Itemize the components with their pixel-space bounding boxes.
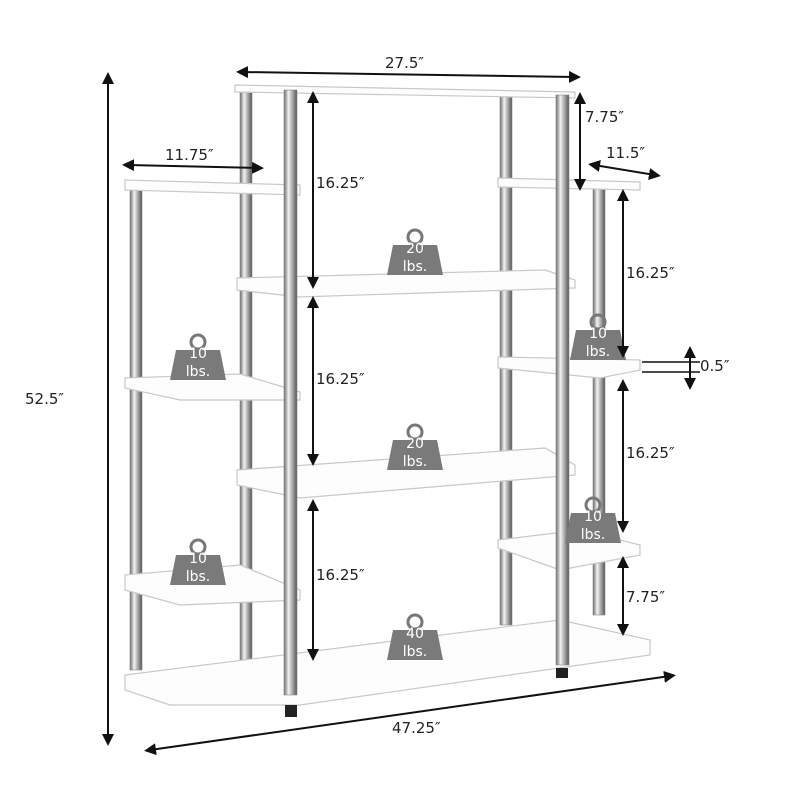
weight-10-left-mid: 10 lbs. bbox=[168, 333, 228, 382]
right-wing-arrow bbox=[588, 160, 661, 180]
center-gap-3-label: 16.25″ bbox=[316, 566, 365, 584]
svg-text:10: 10 bbox=[189, 346, 207, 362]
right-gap-2-label: 16.25″ bbox=[626, 444, 675, 462]
top-width-arrow bbox=[236, 66, 581, 83]
shelf-thickness-label: 0.5″ bbox=[700, 357, 730, 375]
shelves bbox=[124, 84, 651, 717]
center-gap-1-label: 16.25″ bbox=[316, 174, 365, 192]
left-mid-shelf bbox=[124, 373, 301, 401]
center-shelf-2 bbox=[236, 447, 576, 499]
center-gap-2-label: 16.25″ bbox=[316, 370, 365, 388]
total-width-label: 47.25″ bbox=[392, 719, 441, 737]
svg-text:lbs.: lbs. bbox=[403, 259, 428, 275]
weight-40-base: 40 lbs. bbox=[385, 613, 445, 662]
svg-text:10: 10 bbox=[189, 551, 207, 567]
base-shelf bbox=[124, 619, 651, 706]
weight-10-right-mid: 10 lbs. bbox=[568, 313, 628, 362]
svg-text:20: 20 bbox=[406, 241, 424, 257]
top-width-label: 27.5″ bbox=[385, 54, 424, 72]
svg-text:lbs.: lbs. bbox=[186, 569, 211, 585]
center-shelf-1 bbox=[236, 269, 576, 298]
front-poles bbox=[283, 89, 570, 696]
svg-text:lbs.: lbs. bbox=[403, 454, 428, 470]
right-wing-label: 11.5″ bbox=[606, 144, 645, 162]
right-gap-1-label: 16.25″ bbox=[626, 264, 675, 282]
weight-20-middle: 20 lbs. bbox=[385, 423, 445, 472]
svg-text:40: 40 bbox=[406, 626, 424, 642]
svg-text:20: 20 bbox=[406, 436, 424, 452]
weight-20-top: 20 lbs. bbox=[385, 228, 445, 277]
bottom-right-gap-label: 7.75″ bbox=[626, 588, 665, 606]
left-wing-label: 11.75″ bbox=[165, 146, 214, 164]
svg-text:lbs.: lbs. bbox=[586, 344, 611, 360]
svg-text:10: 10 bbox=[584, 509, 602, 525]
svg-text:lbs.: lbs. bbox=[403, 644, 428, 660]
svg-text:lbs.: lbs. bbox=[581, 527, 606, 543]
weight-10-left-bottom: 10 lbs. bbox=[168, 538, 228, 587]
total-width-arrow bbox=[144, 670, 676, 756]
svg-text:lbs.: lbs. bbox=[186, 364, 211, 380]
left-wing-arrow bbox=[122, 159, 264, 174]
weight-10-right-bottom: 10 lbs. bbox=[563, 496, 623, 545]
dimension-labels: 27.5″ 7.75″ 11.75″ 11.5″ 16.25″ 16.25″ 1… bbox=[25, 54, 730, 737]
top-right-drop-label: 7.75″ bbox=[585, 108, 624, 126]
svg-text:10: 10 bbox=[589, 326, 607, 342]
total-height-label: 52.5″ bbox=[25, 390, 64, 408]
left-top-shelf bbox=[124, 179, 301, 196]
dimension-arrows bbox=[102, 66, 700, 756]
